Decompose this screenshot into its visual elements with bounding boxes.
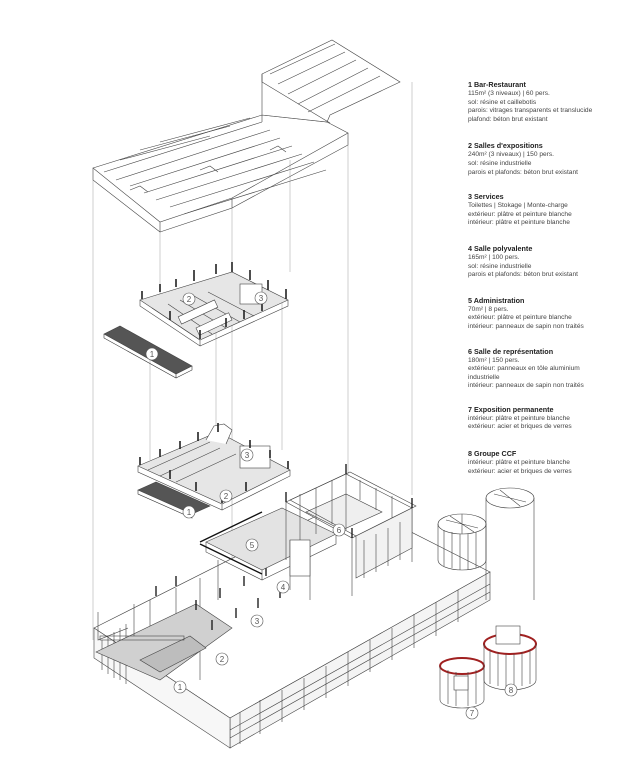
marker-3-level3: 3 [254, 291, 268, 305]
marker-3-level2: 3 [240, 448, 254, 462]
marker-2-level2: 2 [219, 489, 233, 503]
svg-text:2: 2 [220, 655, 225, 664]
svg-text:3: 3 [255, 617, 260, 626]
svg-text:6: 6 [337, 526, 342, 535]
svg-text:8: 8 [509, 686, 514, 695]
legend-title: 6 Salle de représentation [468, 346, 554, 356]
legend-line: extérieur: panneaux en tôle aluminium [468, 365, 580, 373]
legend-entry-administration: 5 Administration 70m² | 8 pers. extérieu… [468, 296, 620, 332]
svg-text:1: 1 [150, 350, 155, 359]
legend-line: parois et plafonds: béton brut existant [468, 168, 578, 176]
legend-line: extérieur: plâtre et peinture blanche [468, 210, 572, 218]
legend-title: 2 Salles d'expositions [468, 141, 543, 151]
legend-entry-salles-expositions: 2 Salles d'expositions 240m² (3 niveaux)… [468, 141, 620, 177]
legend-line: 115m² (3 niveaux) | 60 pers. [468, 90, 550, 97]
legend-line: sol: résine industrielle [468, 262, 532, 270]
marker-1-ground: 1 [173, 680, 187, 694]
legend-entry-salle-representation: 6 Salle de représentation 180m² | 150 pe… [468, 347, 620, 391]
cylinder-upper-right [485, 487, 535, 600]
legend-line: 165m² | 100 pers. [468, 253, 520, 261]
legend-line: intérieur: plâtre et peinture blanche [468, 459, 570, 467]
legend-title: 4 Salle polyvalente [468, 243, 533, 253]
svg-text:3: 3 [259, 294, 264, 303]
legend-line: Toilettes | Stokage | Monte-charge [468, 202, 568, 210]
legend-line: intérieur: plâtre et peinture blanche [468, 219, 570, 227]
legend-line: intérieur: panneaux de sapin non traités [468, 382, 584, 390]
roof-level [92, 39, 401, 233]
legend-line: sol: résine et caillebotis [468, 98, 537, 106]
level-2-plan [137, 423, 291, 519]
svg-text:1: 1 [178, 683, 183, 692]
marker-1-level2: 1 [182, 505, 196, 519]
marker-2-ground: 2 [215, 652, 229, 666]
marker-6: 6 [332, 523, 346, 537]
program-legend: 1 Bar-Restaurant 115m² (3 niveaux) | 60 … [468, 80, 620, 491]
marker-5: 5 [245, 538, 259, 552]
cylinder-7 [439, 657, 485, 709]
legend-line: industrielle [468, 373, 500, 381]
legend-line: extérieur: acier et briques de verres [468, 467, 572, 475]
svg-text:5: 5 [250, 541, 255, 550]
legend-line: intérieur: plâtre et peinture blanche [468, 414, 570, 422]
legend-line: extérieur: plâtre et peinture blanche [468, 314, 572, 322]
marker-4: 4 [276, 580, 290, 594]
legend-title: 3 Services [468, 192, 504, 202]
level-3-plan [103, 262, 289, 379]
legend-line: parois et plafonds: béton brut existant [468, 271, 578, 279]
svg-text:2: 2 [224, 492, 229, 501]
legend-entry-exposition-permanente: 7 Exposition permanente intérieur: plâtr… [468, 405, 620, 432]
svg-text:2: 2 [187, 295, 192, 304]
legend-line: intérieur: panneaux de sapin non traités [468, 322, 584, 330]
legend-entry-services: 3 Services Toilettes | Stokage | Monte-c… [468, 192, 620, 228]
legend-line: extérieur: acier et briques de verres [468, 423, 572, 431]
legend-line: plafond: béton brut existant [468, 115, 548, 123]
legend-entry-bar-restaurant: 1 Bar-Restaurant 115m² (3 niveaux) | 60 … [468, 80, 620, 124]
ground-level-building [93, 464, 491, 749]
legend-line: sol: résine industrielle [468, 159, 532, 167]
legend-line: parois: vitrages transparents et translu… [468, 107, 593, 115]
marker-1-level3: 1 [145, 347, 159, 361]
legend-entry-groupe-ccf: 8 Groupe CCF intérieur: plâtre et peintu… [468, 449, 620, 476]
cylinder-8 [483, 625, 537, 691]
marker-8: 8 [504, 683, 518, 697]
svg-text:1: 1 [187, 508, 192, 517]
marker-7: 7 [465, 706, 479, 720]
legend-title: 5 Administration [468, 295, 525, 305]
legend-entry-salle-polyvalente: 4 Salle polyvalente 165m² | 100 pers. so… [468, 244, 620, 280]
svg-text:3: 3 [245, 451, 250, 460]
marker-3-ground: 3 [250, 614, 264, 628]
legend-line: 70m² | 8 pers. [468, 305, 509, 313]
legend-title: 1 Bar-Restaurant [468, 80, 526, 89]
legend-title: 8 Groupe CCF [468, 449, 517, 459]
legend-line: 240m² (3 niveaux) | 150 pers. [468, 151, 555, 159]
marker-2-level3: 2 [182, 292, 196, 306]
svg-text:4: 4 [281, 583, 286, 592]
svg-text:7: 7 [470, 709, 475, 718]
legend-line: 180m² | 150 pers. [468, 356, 520, 364]
number-markers: 1 2 3 3 2 1 6 5 [145, 291, 518, 720]
legend-title: 7 Exposition permanente [468, 404, 554, 414]
